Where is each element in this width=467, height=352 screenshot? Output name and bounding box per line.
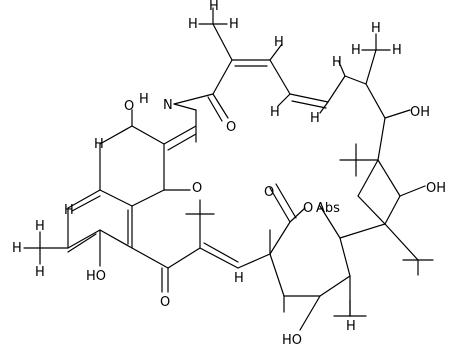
atom-label-h: H: [35, 265, 45, 280]
atom-label-h: H: [270, 105, 280, 120]
atom-label-o: O: [160, 295, 170, 310]
atom-label-h: H: [351, 43, 361, 58]
atom-label-oh: OH: [410, 105, 430, 120]
atom-label-h: H: [346, 319, 356, 334]
atom-label-o: O: [226, 120, 236, 135]
atom-label-o: O: [264, 185, 274, 200]
atom-label-h: H: [209, 0, 219, 14]
bond-lines: [23, 7, 434, 331]
atom-label-oh: OH: [426, 181, 446, 196]
atom-label-o: O: [192, 181, 202, 196]
atom-label-nh: H: [139, 92, 149, 107]
atom-label-ho: HO: [282, 333, 302, 348]
atom-label-h: H: [94, 137, 104, 152]
atom-labels: H H H H H H H H H H H N O O O OH OH H H …: [12, 0, 446, 348]
atom-label-h: H: [392, 43, 402, 58]
atom-label-h: H: [229, 17, 239, 32]
atom-label-h: H: [234, 271, 244, 286]
atom-label-o: O: [303, 201, 313, 216]
atom-label-h: H: [64, 203, 74, 218]
atom-label-n: N: [163, 98, 173, 113]
atom-label-o: O: [124, 99, 134, 114]
atom-label-h: H: [310, 111, 320, 126]
atom-label-h: H: [371, 21, 381, 36]
atom-label-h: H: [274, 35, 284, 50]
atom-label-h: H: [332, 55, 342, 70]
atom-label-ho: HO: [86, 269, 106, 284]
atom-label-abs: Abs: [316, 201, 340, 216]
atom-label-h: H: [188, 17, 198, 32]
atom-label-h: H: [12, 241, 22, 256]
atom-label-h: H: [35, 219, 45, 234]
